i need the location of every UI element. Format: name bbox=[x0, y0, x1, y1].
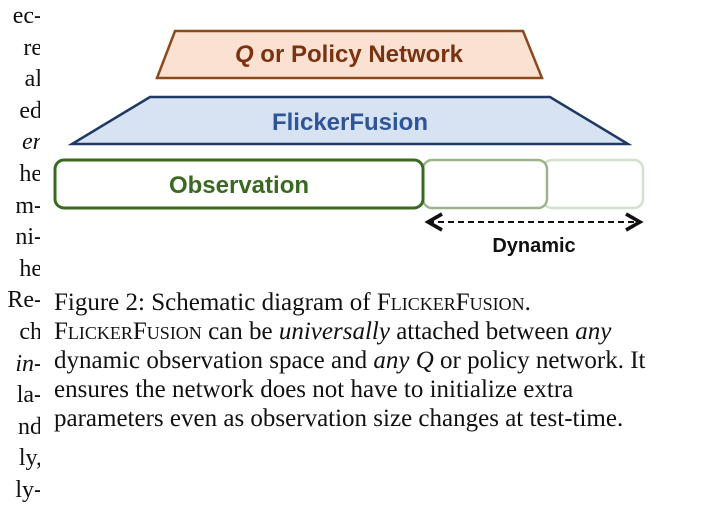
body-text-line: er bbox=[22, 129, 40, 156]
caption-text: or policy network. It ensures the networ… bbox=[54, 347, 646, 432]
body-text-line: Re- bbox=[7, 287, 40, 314]
body-text-line: nd bbox=[18, 413, 40, 440]
flickerfusion-label: FlickerFusion bbox=[272, 109, 428, 136]
caption-text: dynamic observation space and bbox=[54, 347, 374, 374]
schematic-figure: Q or Policy Network FlickerFusion Observ… bbox=[40, 0, 703, 280]
body-text-line: al bbox=[24, 66, 40, 93]
observation-box bbox=[53, 158, 425, 210]
body-text-line: in- bbox=[15, 350, 40, 377]
observation-label: Observation bbox=[169, 172, 309, 199]
policy-network-block bbox=[155, 29, 544, 80]
figure-caption: Figure 2: Schematic diagram of FlickerFu… bbox=[54, 288, 659, 433]
caption-emphasis: any Q bbox=[373, 347, 434, 374]
body-text-line: ni- bbox=[15, 224, 40, 251]
caption-prefix: Figure 2: Schematic diagram of bbox=[54, 289, 377, 316]
body-text-line: ed bbox=[19, 97, 40, 124]
body-text-line: la- bbox=[16, 382, 40, 409]
caption-text: can be bbox=[201, 318, 279, 345]
policy-network-label: Q or Policy Network bbox=[235, 41, 464, 68]
flickerfusion-block bbox=[67, 95, 633, 146]
dynamic-label: Dynamic bbox=[492, 235, 575, 257]
observation-box-faded-2 bbox=[541, 158, 645, 210]
caption-emphasis: universally bbox=[278, 318, 390, 345]
body-text-line: he bbox=[19, 161, 40, 187]
caption-text: . bbox=[524, 289, 531, 316]
caption-text: attached between bbox=[389, 318, 576, 345]
caption-name: FlickerFusion bbox=[376, 289, 525, 316]
observation-box-faded-1 bbox=[421, 158, 549, 210]
body-text-line: ly- bbox=[15, 477, 40, 503]
body-text-line: ly, bbox=[18, 445, 40, 472]
body-text-line: re bbox=[23, 34, 40, 61]
schematic-diagram: Q or Policy Network FlickerFusion Observ… bbox=[53, 29, 645, 257]
body-text-line: he bbox=[19, 255, 40, 282]
body-text-line: ec- bbox=[12, 3, 40, 29]
body-text-line: ch bbox=[19, 319, 40, 345]
caption-name: FlickerFusion bbox=[54, 318, 202, 345]
caption-emphasis: any bbox=[575, 318, 612, 345]
body-text-line: m- bbox=[15, 192, 40, 219]
